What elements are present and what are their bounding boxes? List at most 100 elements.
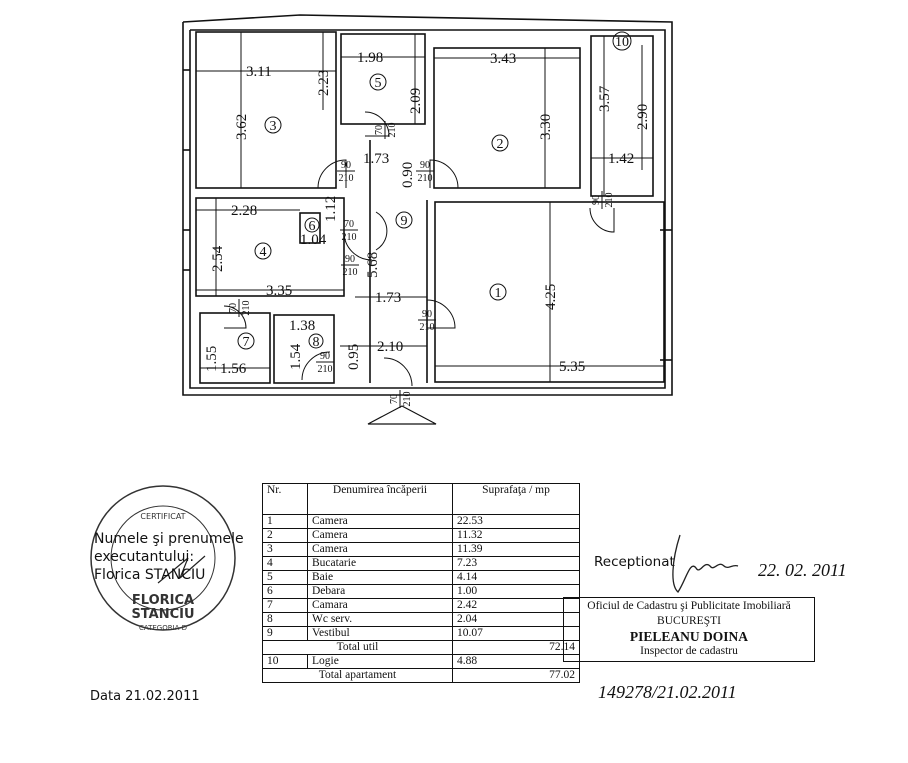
- svg-text:210: 210: [342, 232, 357, 243]
- svg-text:10: 10: [615, 35, 629, 50]
- room-numbers: 1 2 3 4 5 6 7 8 9 10: [237, 31, 632, 350]
- svg-text:210: 210: [402, 392, 413, 407]
- dim-label: 1.73: [375, 290, 401, 306]
- dim-label: 2.09: [408, 88, 424, 114]
- floor-plan: 1 2 3 4 5 6 7 8 9 10 3.11 3.62 2.23 1.98…: [182, 14, 673, 425]
- svg-text:CATEGORIA D: CATEGORIA D: [139, 624, 187, 632]
- svg-text:90: 90: [320, 351, 330, 362]
- cadastre-office-stamp: Oficiul de Cadastru şi Publicitate Imobi…: [563, 597, 815, 662]
- office-city: BUCUREŞTI: [657, 615, 721, 627]
- dim-label: 2.10: [377, 339, 403, 355]
- svg-text:8: 8: [313, 335, 320, 350]
- dimension-lines: [196, 32, 664, 382]
- svg-text:90: 90: [591, 195, 602, 205]
- surveyor-seal: CERTIFICAT FLORICA STANCIU CATEGORIA D: [90, 485, 236, 632]
- svg-text:STANCIU: STANCIU: [131, 607, 194, 622]
- svg-text:90: 90: [422, 309, 432, 320]
- registration-number: 149278/21.02.2011: [598, 682, 737, 702]
- header-area: Suprafaţa / mp: [452, 483, 580, 515]
- office-name: Oficiul de Cadastru şi Publicitate Imobi…: [587, 600, 791, 612]
- header-name: Denumirea încăperii: [307, 483, 453, 515]
- dim-label: 1.04: [300, 232, 327, 248]
- svg-text:210: 210: [339, 173, 354, 184]
- reception-date: 22. 02. 2011: [758, 560, 847, 580]
- room-number-9: 9: [395, 211, 413, 229]
- dim-label: 1.54: [288, 343, 304, 370]
- svg-text:210: 210: [604, 193, 615, 208]
- dim-label: 3.30: [538, 114, 554, 140]
- svg-text:3: 3: [270, 119, 277, 134]
- door-arcs: [223, 111, 615, 387]
- dim-label: 0.90: [400, 162, 416, 188]
- room-number-5: 5: [369, 73, 387, 91]
- dim-label: 0.95: [346, 344, 362, 370]
- svg-text:210: 210: [418, 173, 433, 184]
- dim-label: 3.11: [246, 64, 272, 80]
- entrance-arrow: [367, 405, 437, 425]
- dim-label: 2.54: [210, 245, 226, 272]
- room-number-2: 2: [491, 134, 509, 152]
- dim-label: 5.35: [559, 359, 585, 375]
- svg-text:210: 210: [387, 123, 398, 138]
- room-number-7: 7: [237, 332, 255, 350]
- room-number-10: 10: [612, 31, 632, 51]
- dimension-labels: 3.11 3.62 2.23 1.98 2.09 3.43 3.30 3.57 …: [204, 50, 651, 377]
- inspector-title: Inspector de cadastru: [640, 645, 738, 657]
- area-table: Nr. Denumirea încăperii Suprafaţa / mp 1…: [262, 483, 580, 683]
- dim-label: 2.23: [316, 70, 332, 96]
- dim-label: 1.12: [323, 196, 339, 222]
- inspector-name: PIELEANU DOINA: [629, 629, 749, 644]
- dim-label: 3.43: [490, 51, 516, 67]
- dim-label: 1.56: [220, 361, 247, 377]
- room-number-4: 4: [254, 242, 272, 260]
- svg-text:210: 210: [343, 267, 358, 278]
- svg-text:7: 7: [243, 335, 250, 350]
- svg-text:210: 210: [318, 364, 333, 375]
- svg-text:2: 2: [497, 137, 504, 152]
- dim-label: 1.38: [289, 318, 315, 334]
- svg-text:FLORICA: FLORICA: [132, 593, 194, 608]
- svg-text:70: 70: [389, 394, 400, 404]
- svg-text:90: 90: [341, 160, 351, 171]
- dim-label: 1.73: [363, 151, 389, 167]
- executant-name: Florica STANCIU: [94, 567, 206, 583]
- dim-label: 3.57: [597, 85, 613, 112]
- room-number-3: 3: [264, 116, 282, 134]
- walls: [182, 14, 673, 396]
- dim-label: 1.98: [357, 50, 383, 66]
- dim-label: 1.55: [204, 346, 220, 372]
- dim-label: 5.68: [365, 252, 381, 278]
- svg-text:1: 1: [495, 286, 502, 301]
- room-number-6: 6: [304, 217, 320, 234]
- svg-text:4: 4: [260, 245, 267, 260]
- svg-text:210: 210: [420, 322, 435, 333]
- dim-label: 2.90: [635, 104, 651, 130]
- executant-label-2: executantului:: [94, 549, 195, 565]
- dim-label: 2.28: [231, 203, 257, 219]
- svg-text:CERTIFICAT: CERTIFICAT: [140, 512, 185, 521]
- table-header: Nr. Denumirea încăperii Suprafaţa / mp: [262, 483, 580, 515]
- svg-text:70: 70: [374, 125, 385, 135]
- executant-label-1: Numele şi prenumele: [94, 531, 244, 547]
